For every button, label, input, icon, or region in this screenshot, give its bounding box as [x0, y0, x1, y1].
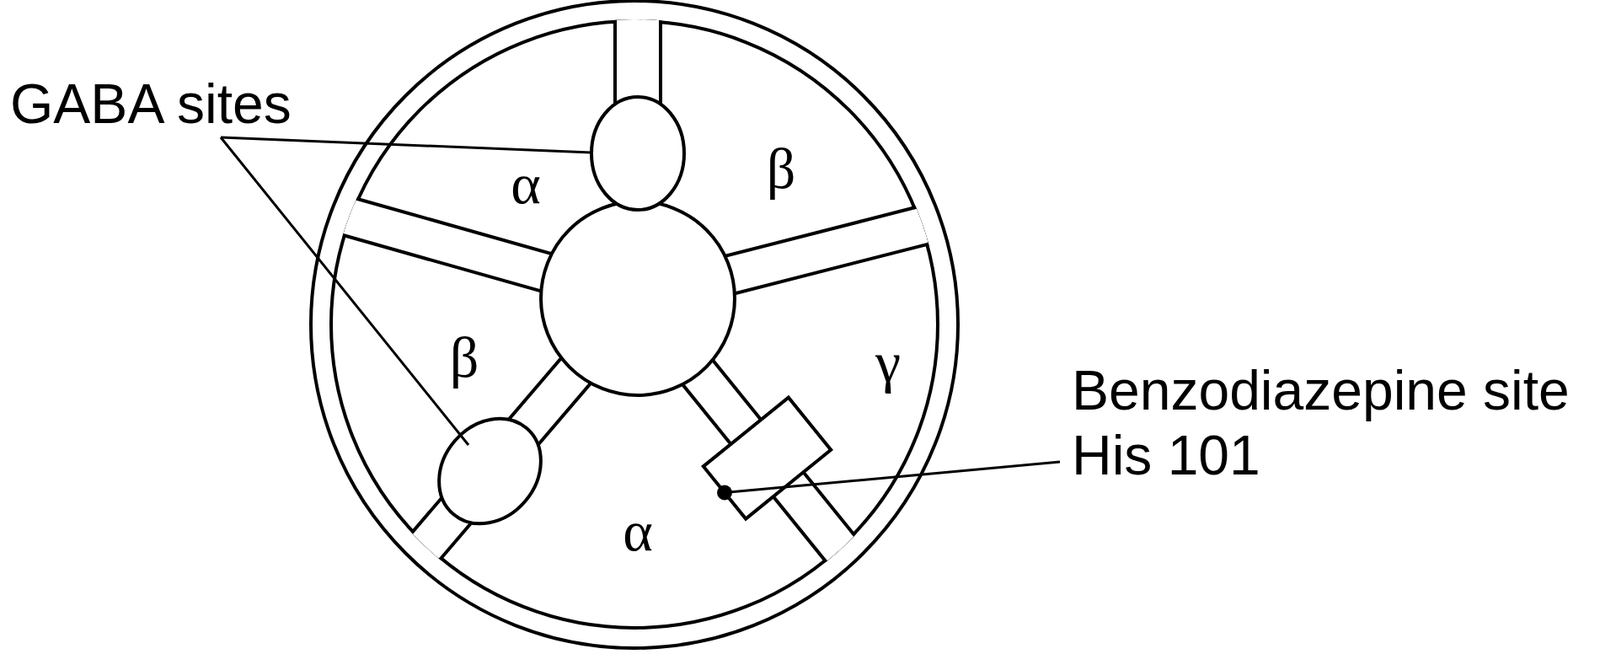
leader-lines — [220, 137, 1060, 493]
benzodiazepine-site-box — [703, 397, 831, 520]
subunit-letter: α — [622, 502, 653, 560]
leader-line — [220, 137, 469, 445]
his101-dot — [717, 485, 733, 501]
leader-line — [220, 137, 592, 153]
subunit-letter: γ — [875, 333, 901, 391]
subunit-region: γ — [870, 330, 906, 395]
subunit-letter: β — [766, 139, 797, 198]
outer-ring — [310, 0, 958, 648]
gaba-site-oval — [417, 397, 562, 544]
gaba-site-oval — [591, 96, 685, 210]
site-callout: Benzodiazepine site His 101 — [1071, 358, 1595, 488]
leader-line — [724, 461, 1060, 493]
subunit-region: α — [505, 151, 546, 216]
subunit-region: β — [761, 136, 802, 201]
subunit-region: β — [444, 325, 485, 390]
subunit-region: α — [617, 498, 659, 563]
subunit-borders — [232, 0, 1047, 627]
subunit-letter: β — [449, 328, 480, 386]
subunit-letter: α — [510, 155, 541, 213]
inner-ring — [331, 21, 938, 628]
central-pore — [540, 201, 735, 396]
site-label: GABA sites — [10, 71, 292, 137]
